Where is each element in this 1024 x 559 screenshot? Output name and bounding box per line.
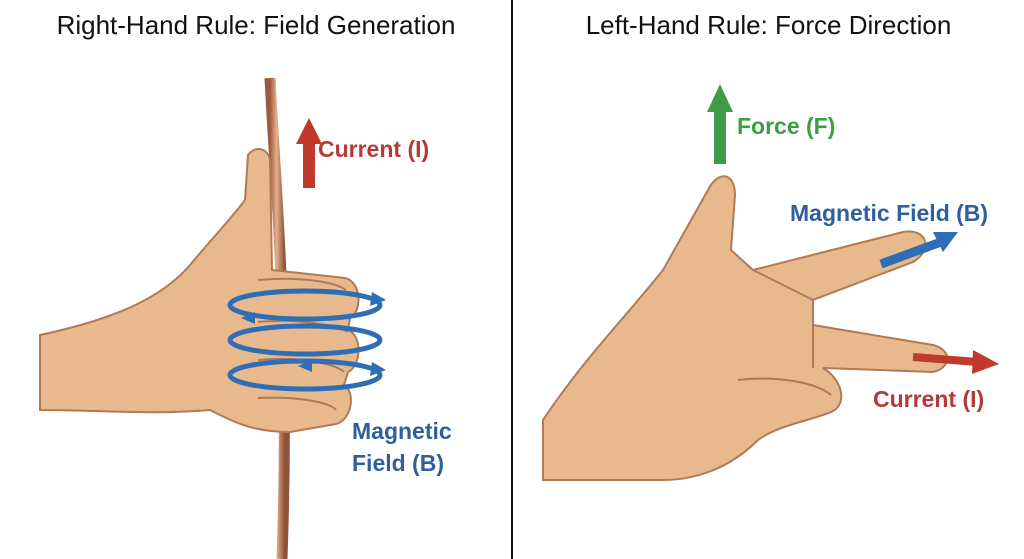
magnetic-field-arrow — [879, 232, 958, 269]
magnetic-field-label: Magnetic Field (B) — [790, 200, 989, 226]
force-label: Force (F) — [737, 113, 836, 139]
magnetic-field-loops — [227, 288, 383, 392]
left-hand-illustration — [542, 84, 999, 481]
current-arrow-right — [912, 350, 999, 374]
current-arrow-up — [296, 118, 322, 188]
panel-divider — [511, 0, 513, 559]
current-label: Current (I) — [318, 136, 430, 162]
left-hand-rule-title: Left-Hand Rule: Force Direction — [585, 10, 952, 40]
left-hand — [542, 175, 949, 481]
magnetic-field-label-line2: Field (B) — [352, 450, 444, 476]
right-hand-rule-title: Right-Hand Rule: Field Generation — [56, 10, 456, 40]
force-arrow-up — [707, 84, 733, 164]
magnetic-field-label-line1: Magnetic — [352, 418, 452, 444]
current-label-right: Current (I) — [873, 386, 985, 412]
right-hand-rule-panel: Right-Hand Rule: Field Generation — [39, 10, 456, 559]
right-hand-illustration — [39, 77, 386, 559]
left-hand-rule-panel: Left-Hand Rule: Force Direction Force (F… — [513, 0, 1024, 559]
field-arrowheads — [241, 292, 386, 376]
